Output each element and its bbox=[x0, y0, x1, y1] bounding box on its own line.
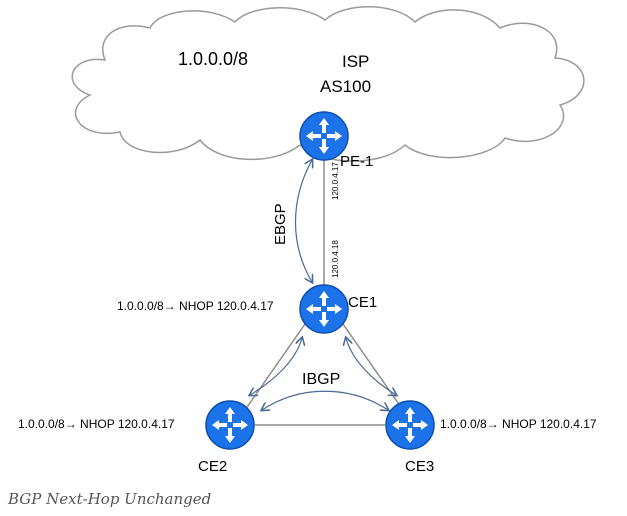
ibgp-arrow-ce2-ce3 bbox=[262, 390, 388, 410]
pe1-name-label: PE-1 bbox=[340, 153, 373, 170]
ce1-ip-label: 120.0.4.18 bbox=[331, 240, 340, 278]
link-ce1-ce3 bbox=[342, 323, 404, 411]
ce1-name-label: CE1 bbox=[348, 294, 377, 311]
pe1-ip-label: 120.0.4.17 bbox=[331, 162, 340, 200]
router-ce1-icon bbox=[299, 284, 349, 334]
ce1-route-label: 1.0.0.0/8→ NHOP 120.0.4.17 bbox=[117, 299, 274, 313]
ce3-route-label: 1.0.0.0/8→ NHOP 120.0.4.17 bbox=[440, 417, 597, 431]
ce2-name-label: CE2 bbox=[198, 458, 227, 475]
link-ce1-ce2 bbox=[244, 323, 306, 411]
cloud-network-label: 1.0.0.0/8 bbox=[178, 49, 248, 69]
ce2-route-label: 1.0.0.0/8→ NHOP 120.0.4.17 bbox=[18, 417, 175, 431]
figure-caption: BGP Next-Hop Unchanged bbox=[8, 490, 212, 508]
isp-label: ISP bbox=[342, 52, 369, 71]
router-ce2-icon bbox=[205, 400, 255, 450]
ibgp-arrow-ce1-ce2 bbox=[250, 338, 302, 395]
router-ce3-icon bbox=[385, 400, 435, 450]
ibgp-arrow-ce1-ce3 bbox=[346, 338, 396, 395]
as-label: AS100 bbox=[320, 77, 371, 96]
network-diagram: 1.0.0.0/8 ISP AS100 120.0.4.17 120.0.4.1… bbox=[18, 6, 597, 475]
ibgp-label: IBGP bbox=[302, 371, 340, 388]
ce3-name-label: CE3 bbox=[405, 458, 434, 475]
ebgp-label: EBGP bbox=[272, 203, 289, 245]
ebgp-session-arrow bbox=[294, 160, 313, 282]
isp-cloud bbox=[71, 6, 585, 162]
